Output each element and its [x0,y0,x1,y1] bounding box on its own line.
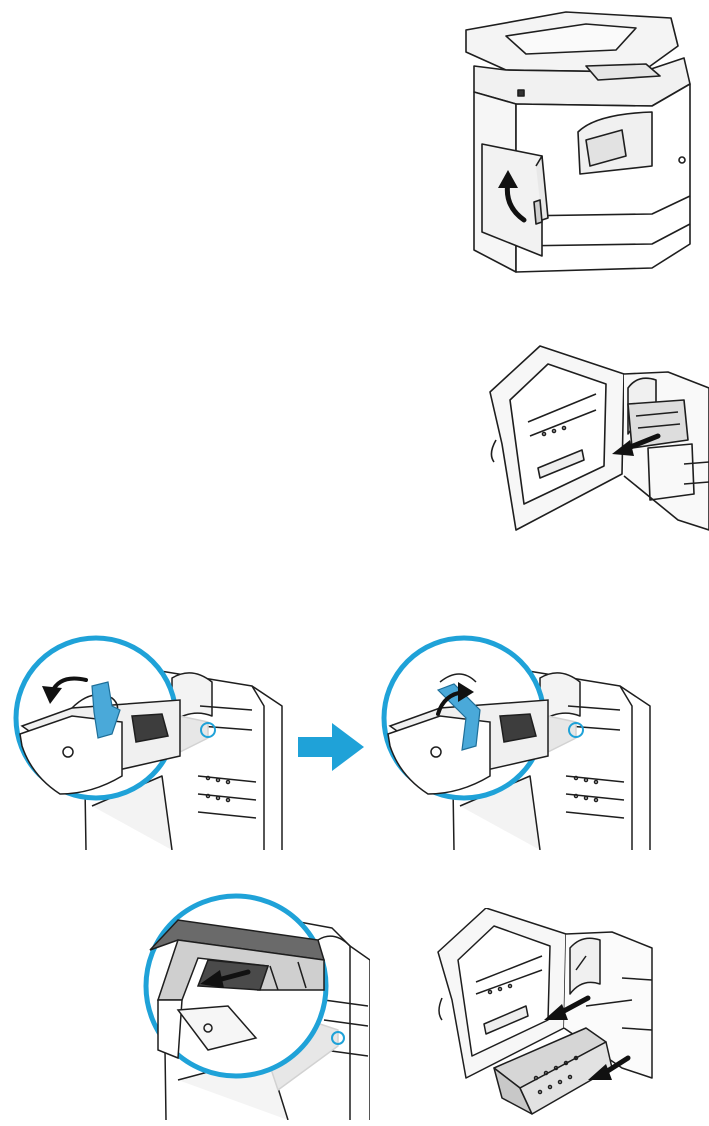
open-door-with-arrow-icon [488,344,709,532]
tray-removed-with-arrows-icon [436,908,662,1122]
lever-after-illustration [380,626,652,850]
tray-removed-illustration [436,908,662,1122]
blue-lever-rotated-zoom-icon [380,626,652,850]
blue-lever-zoom-icon [12,626,284,850]
printer-illustration [446,6,702,292]
tray-slide-zoom-icon [138,880,370,1120]
right-arrow-icon [298,723,364,771]
tray-slide-illustration [138,880,370,1120]
printer-with-rotate-arrow-icon [446,6,702,292]
open-door-illustration [488,344,709,532]
next-step-arrow [298,723,364,771]
lever-before-illustration [12,626,284,850]
